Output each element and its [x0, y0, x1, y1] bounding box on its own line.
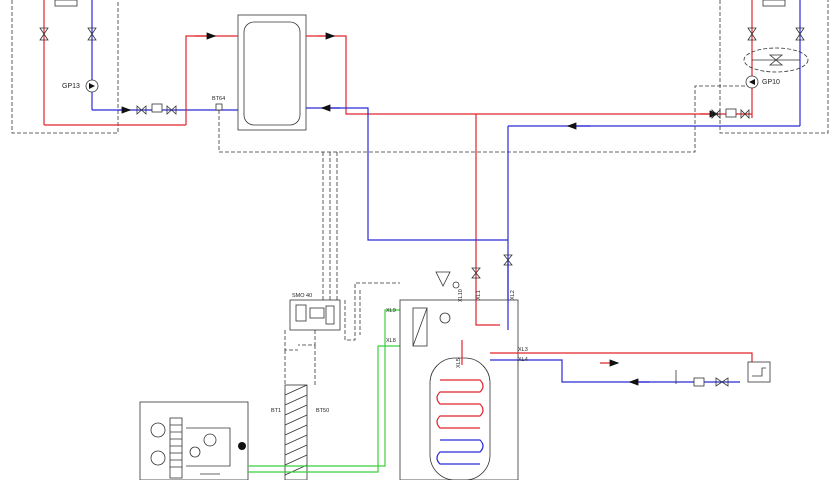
buffer-tank-inner: [243, 21, 301, 126]
bt64-sensor: [215, 103, 223, 111]
right-zone-border: [719, 0, 829, 134]
tap-box: [747, 361, 771, 383]
pump-gp10: GP10: [745, 75, 780, 89]
heat-pump-housing: [139, 401, 249, 480]
valve-xl2: [503, 254, 513, 266]
left-zone: GP13: [11, 0, 238, 134]
valve-left-return: [87, 27, 97, 41]
overflow-valve: [768, 54, 784, 66]
heat-pump-unit: [139, 401, 249, 480]
hot-water-outlet: [675, 361, 771, 387]
left-valve-group: [136, 103, 177, 115]
hot-water-tank: [429, 357, 491, 480]
xl2-label: XL2: [510, 290, 516, 300]
smo-unit: [289, 299, 341, 331]
buffer-tank-outer: [237, 14, 307, 131]
valve-xl1: [471, 267, 481, 279]
smo-label: SMO 40: [292, 293, 312, 299]
safety-valve: [435, 271, 451, 287]
bt64-label: BT64: [212, 96, 225, 102]
xl9-label: XL9: [386, 308, 396, 314]
valve-right-return: [795, 27, 805, 41]
xl8-label: XL8: [386, 338, 396, 344]
left-emitter: [54, 0, 78, 7]
gp13-label: GP13: [62, 83, 80, 90]
internal-pump: [439, 312, 451, 324]
xl1-label: XL1: [476, 290, 482, 300]
right-zone: GP10: [476, 0, 829, 300]
overflow-valve-group: [743, 47, 809, 73]
buffer-tank: BT64: [185, 14, 508, 250]
indoor-module: XL10 XL1 XL2 XL3 XL4 XL5: [399, 250, 753, 480]
outlet-filter: [693, 377, 705, 387]
heat-exchanger: [412, 307, 428, 347]
xl3-label: XL3: [518, 347, 528, 353]
gp10-label: GP10: [762, 79, 780, 86]
xl5-label: XL5: [456, 358, 462, 368]
control-wiring: [218, 85, 748, 351]
valve-left-supply: [39, 27, 49, 41]
outlet-valve: [715, 377, 729, 387]
right-emitter: [762, 0, 786, 7]
xl10-label: XL10: [458, 289, 464, 302]
valve-right-supply: [747, 27, 757, 41]
indoor-module-casing: [399, 299, 519, 480]
xl4-label: XL4: [518, 357, 528, 363]
bt1-label: BT1: [271, 408, 281, 414]
wall-section: BT1 BT50: [271, 345, 329, 480]
right-valve-group: [711, 108, 750, 119]
bt50-label: BT50: [316, 408, 329, 414]
smo40-controller: SMO 40: [289, 293, 341, 331]
left-zone-border: [11, 0, 119, 134]
pump-gp13: GP13: [62, 79, 99, 93]
brine-lines: XL9 XL8: [248, 308, 420, 473]
